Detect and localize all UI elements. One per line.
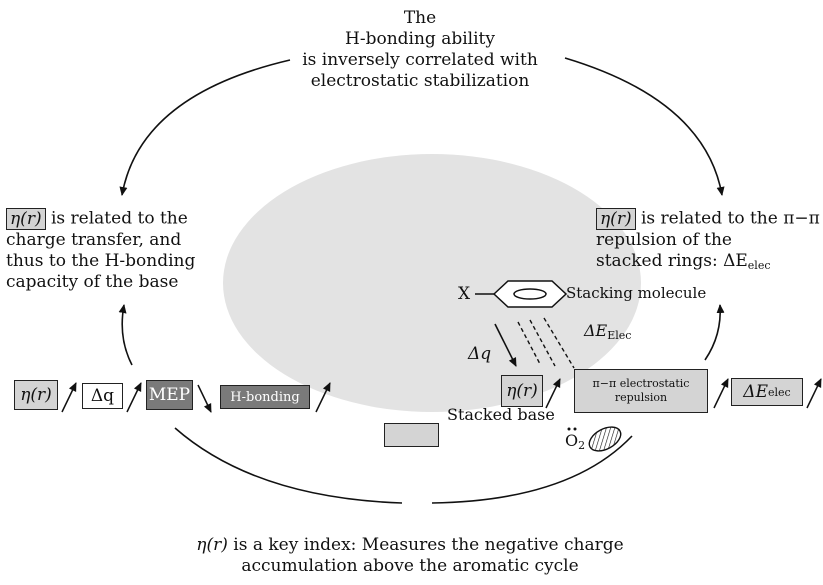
left-eta-box: η(r) <box>14 380 58 410</box>
top-label-line2: H-bonding ability <box>345 29 495 49</box>
chain-arrow-3 <box>197 384 212 413</box>
arc-bottom-right <box>431 435 633 504</box>
h-bonding-box: H-bonding <box>220 385 310 409</box>
left-label: η(r) is related to the charge transfer, … <box>6 208 236 293</box>
bottom-label-eta: η(r) <box>196 535 228 555</box>
bottom-label-line1: is a key index: Measures the negative ch… <box>233 535 624 555</box>
right-label-line2: repulsion of the <box>596 230 732 250</box>
bottom-label: η(r) is a key index: Measures the negati… <box>130 535 690 577</box>
chain-arrow-1 <box>61 382 77 413</box>
ring-orbital-icon <box>513 288 547 300</box>
delta-e-elec-sub: elec <box>767 385 791 399</box>
arc-mid-right <box>704 304 725 361</box>
right-label-line3-sub: elec <box>747 259 771 272</box>
benzene-ring-icon <box>492 280 568 308</box>
delta-q-label: Δq <box>468 344 492 364</box>
left-label-line1: is related to the <box>50 208 188 229</box>
top-label-line4: electrostatic stabilization <box>310 71 530 91</box>
chain-arrow-4 <box>315 382 331 413</box>
top-label-line3: is inversely correlated with <box>302 50 538 70</box>
dashed-line-3 <box>543 317 575 369</box>
pi-pi-repulsion-box: π−π electrostatic repulsion <box>574 369 708 413</box>
dashed-line-1 <box>517 321 541 365</box>
right-label-line3: stacked rings: ΔE <box>596 251 748 271</box>
lone-pair-icon <box>588 426 622 452</box>
o2-label: O2 <box>565 431 586 452</box>
left-label-line2: charge transfer, and <box>6 230 182 250</box>
stacking-molecule-label: Stacking molecule <box>566 284 707 302</box>
right-label: η(r) is related to the π−π repulsion of … <box>596 208 821 276</box>
delta-e-label: ΔEElec <box>584 321 632 342</box>
mep-box: MEP <box>146 380 193 410</box>
delta-q-box: Δq <box>82 383 123 409</box>
chain-arrow-5 <box>545 378 561 409</box>
pi-pi-repulsion-line2: repulsion <box>614 391 668 404</box>
left-label-eta-box: η(r) <box>6 208 46 230</box>
delta-q-arrow <box>494 323 517 367</box>
chain-arrow-7 <box>806 378 822 409</box>
arc-mid-left <box>118 304 133 366</box>
x-label: X <box>458 284 471 304</box>
arc-top-right <box>564 57 725 196</box>
pi-pi-repulsion-line1: π−π electrostatic <box>592 377 690 390</box>
chain-arrow-2 <box>126 382 142 413</box>
left-label-line3: thus to the H-bonding <box>6 251 196 271</box>
right-eta-box: η(r) <box>501 375 543 407</box>
bottom-label-line2: accumulation above the aromatic cycle <box>241 556 579 576</box>
left-label-line4: capacity of the base <box>6 272 179 292</box>
right-label-line1: is related to the π−π <box>640 208 820 229</box>
top-label-line1: The <box>403 8 437 28</box>
chain-arrow-6 <box>713 378 729 409</box>
o-dot-2 <box>573 427 577 431</box>
top-label: The H-bonding ability is inversely corre… <box>230 8 610 92</box>
o-dot-1 <box>567 427 571 431</box>
arc-top-left <box>119 59 291 196</box>
central-ellipse <box>223 154 641 412</box>
right-label-eta-box: η(r) <box>596 208 636 230</box>
stacked-base-label: Stacked base <box>447 405 555 424</box>
dashed-line-2 <box>529 319 556 367</box>
stacked-base-rect <box>384 423 439 447</box>
delta-e-elec-label: ΔE <box>743 382 768 402</box>
arc-bottom-left <box>174 427 403 504</box>
